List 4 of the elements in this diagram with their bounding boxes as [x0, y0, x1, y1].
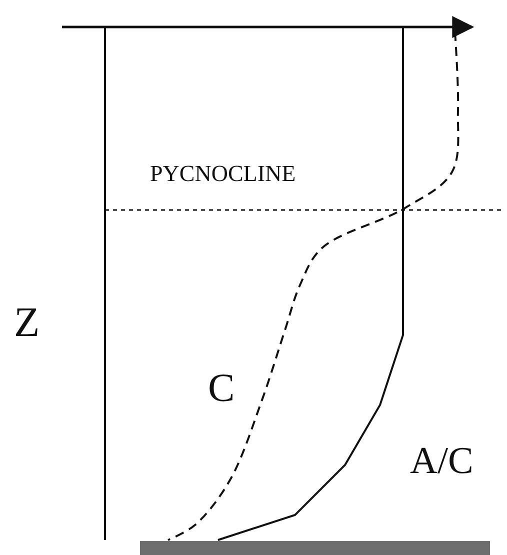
axis-label: PYCNOCLINE: [150, 162, 296, 185]
axis-label: Z: [14, 302, 40, 344]
axis-label: A/C: [410, 442, 474, 480]
axis-label: C: [208, 368, 235, 408]
